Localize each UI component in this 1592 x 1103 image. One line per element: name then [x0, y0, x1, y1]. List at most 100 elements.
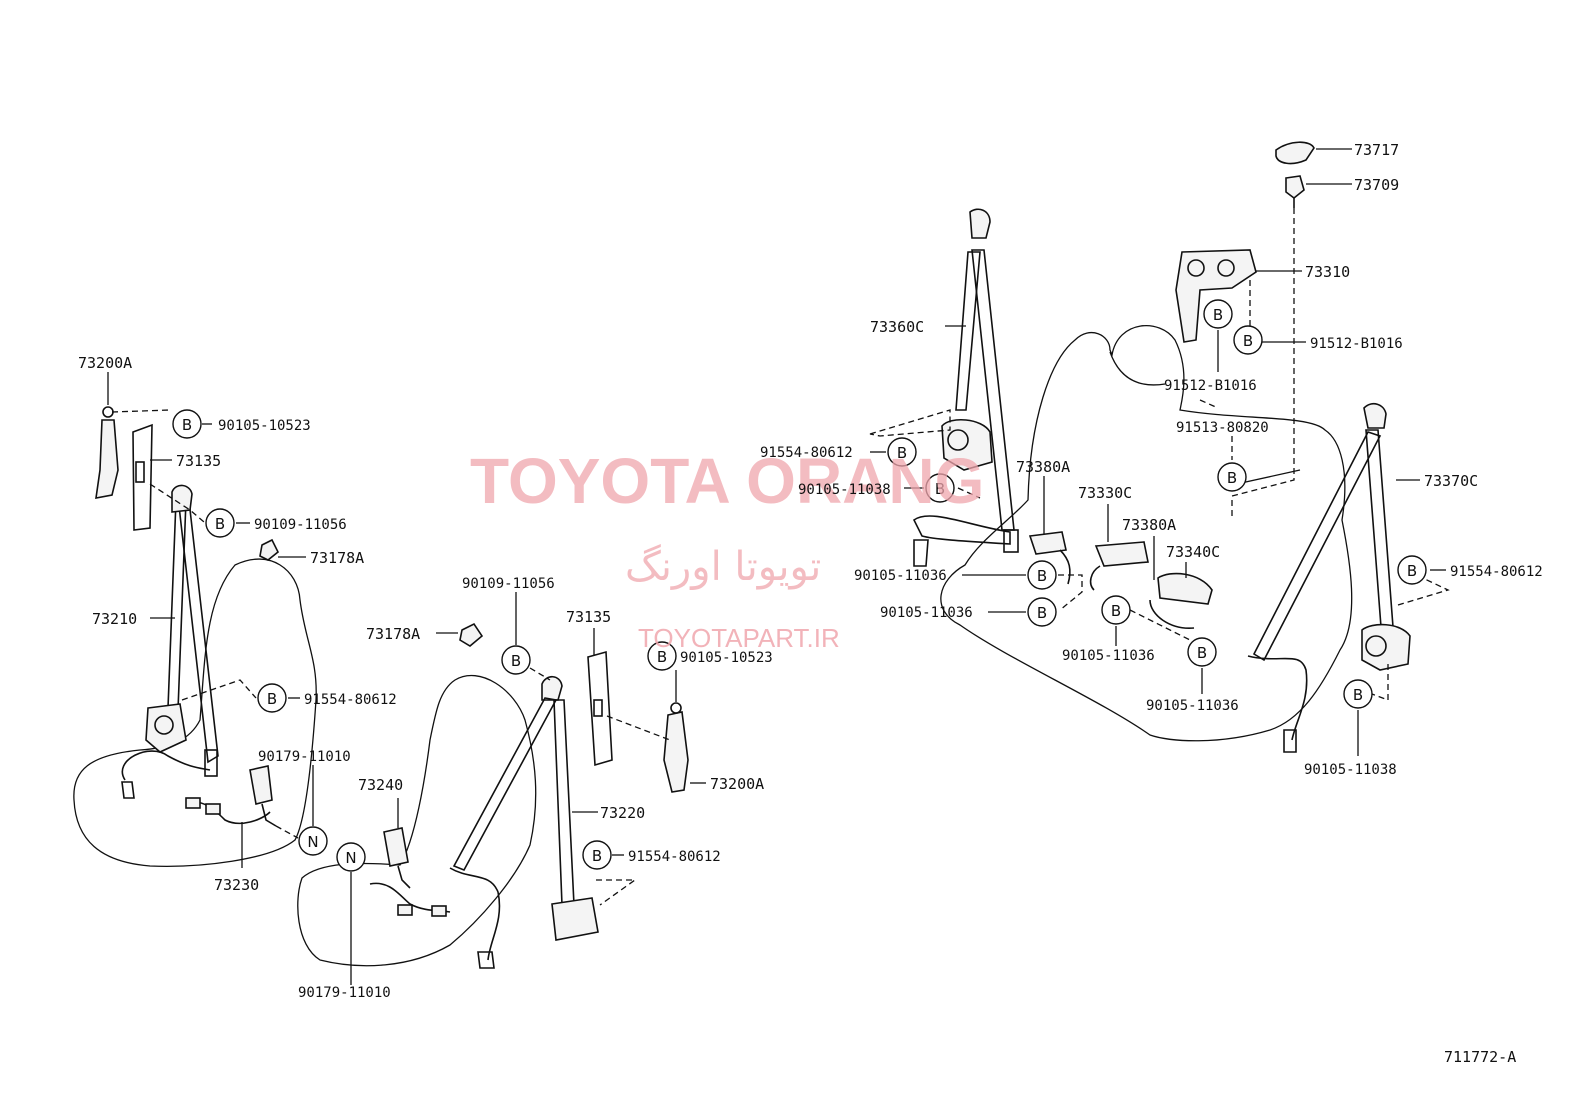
bolt-callout: B: [1101, 595, 1131, 625]
anchor-adjuster-left: [95, 419, 119, 499]
part-number-label: 91554-80612: [628, 849, 721, 865]
svg-text:B: B: [511, 652, 521, 670]
part-number-label: 73330C: [1078, 484, 1132, 502]
part-number-label: 90105-11036: [880, 605, 973, 621]
part-number-label: 90179-11010: [298, 985, 391, 1001]
front-right-leaders: [350, 592, 706, 985]
bolt-callout: B: [925, 473, 955, 503]
part-number-label: 90109-11056: [254, 517, 347, 533]
part-number-label: 73340C: [1166, 543, 1220, 561]
front-left-seat-outline: [73, 558, 317, 867]
bolt-73709: [1285, 175, 1305, 200]
bolt-callout: B: [1217, 462, 1247, 492]
part-number-label: 90105-11036: [1062, 648, 1155, 664]
part-number-label: 90105-10523: [680, 650, 773, 666]
part-number-label: 90109-11056: [462, 576, 555, 592]
part-number-label: 73370C: [1424, 472, 1478, 490]
svg-text:B: B: [1037, 567, 1047, 585]
svg-text:B: B: [1197, 644, 1207, 662]
watermark-brand-fa: تویوتا اورنگ: [625, 544, 821, 590]
part-number-label: 73178A: [310, 549, 364, 567]
part-number-label: 73210: [92, 610, 137, 628]
pillar-cover-left: [132, 423, 153, 531]
part-number-label: 91554-80612: [760, 445, 853, 461]
callout-circles: B B B N B B B N B B B B B B B B B B B: [172, 299, 1427, 872]
clip-left: [259, 538, 280, 561]
part-number-label: 90105-11038: [798, 482, 891, 498]
part-number-label: 73380A: [1122, 516, 1176, 534]
clip-mid: [459, 622, 484, 647]
watermark: TOYOTA ORANG تویوتا اورنگ TOYOTAPART.IR: [470, 445, 984, 653]
part-number-label: 73310: [1305, 263, 1350, 281]
part-number-label: 73240: [358, 776, 403, 794]
front-left-belt-assembly: [95, 406, 280, 827]
part-number-label: 73135: [176, 452, 221, 470]
svg-text:B: B: [657, 648, 667, 666]
part-number-label: 73200A: [78, 354, 132, 372]
bolt-callout: B: [1233, 325, 1263, 355]
pillar-cover-mid: [587, 650, 613, 767]
diagram-id: 711772-A: [1444, 1048, 1516, 1066]
bolt-callout: B: [1027, 560, 1057, 590]
nut-callout: N: [336, 842, 366, 872]
bolt-callout: B: [501, 645, 531, 675]
part-number-label: 73200A: [710, 775, 764, 793]
svg-text:B: B: [267, 690, 277, 708]
svg-text:B: B: [182, 416, 192, 434]
bolt-callout: B: [887, 437, 917, 467]
part-number-label: 73709: [1354, 176, 1399, 194]
part-number-label: 91512-B1016: [1310, 336, 1403, 352]
part-number-label: 91554-80612: [304, 692, 397, 708]
part-labels: 73200A 90105-10523 73135 90109-11056 731…: [78, 141, 1543, 1001]
front-left-leaders: [107, 372, 314, 868]
part-number-label: 73360C: [870, 318, 924, 336]
part-number-label: 73380A: [1016, 458, 1070, 476]
svg-text:B: B: [1111, 602, 1121, 620]
svg-text:B: B: [935, 480, 945, 498]
part-number-label: 73178A: [366, 625, 420, 643]
bolt-callout: B: [1027, 597, 1057, 627]
part-number-label: 90105-11036: [854, 568, 947, 584]
part-number-label: 90179-11010: [258, 749, 351, 765]
front-right-belt-assembly: [369, 622, 689, 969]
part-number-label: 91513-80820: [1176, 420, 1269, 436]
retractor-73310: [1175, 249, 1257, 343]
svg-text:B: B: [1353, 686, 1363, 704]
part-number-label: 73220: [600, 804, 645, 822]
part-number-label: 73135: [566, 608, 611, 626]
svg-text:B: B: [1213, 306, 1223, 324]
buckle-left: [249, 765, 273, 805]
svg-text:B: B: [1243, 332, 1253, 350]
part-number-label: 73717: [1354, 141, 1399, 159]
nut-callout: N: [298, 826, 328, 856]
svg-text:B: B: [1037, 604, 1047, 622]
cover-73717: [1275, 141, 1315, 165]
watermark-brand: TOYOTA ORANG: [470, 445, 984, 517]
bolt-callout: B: [1397, 555, 1427, 585]
part-number-label: 91512-B1016: [1164, 378, 1257, 394]
bolt-callout: B: [172, 409, 202, 439]
buckle-73340C: [1157, 572, 1213, 605]
svg-text:B: B: [215, 515, 225, 533]
buckle-73380A-top: [1028, 531, 1067, 555]
bolt-callout: B: [1187, 637, 1217, 667]
svg-text:N: N: [307, 833, 318, 851]
part-number-label: 90105-11038: [1304, 762, 1397, 778]
part-number-label: 90105-10523: [218, 418, 311, 434]
watermark-site: TOYOTAPART.IR: [638, 623, 840, 653]
buckle-mid: [383, 827, 409, 867]
bolt-callout: B: [257, 683, 287, 713]
front-right-seat-outline: [297, 674, 537, 967]
svg-text:B: B: [592, 847, 602, 865]
bolt-callout: B: [205, 508, 235, 538]
bolt-callout: B: [582, 840, 612, 870]
part-number-label: 91554-80612: [1450, 564, 1543, 580]
part-number-label: 73230: [214, 876, 259, 894]
bolt-callout: B: [647, 641, 677, 671]
retractor-left: [145, 703, 187, 753]
svg-text:B: B: [1407, 562, 1417, 580]
rear-belt-assemblies: [912, 141, 1411, 753]
anchor-adjuster-mid: [663, 711, 689, 793]
